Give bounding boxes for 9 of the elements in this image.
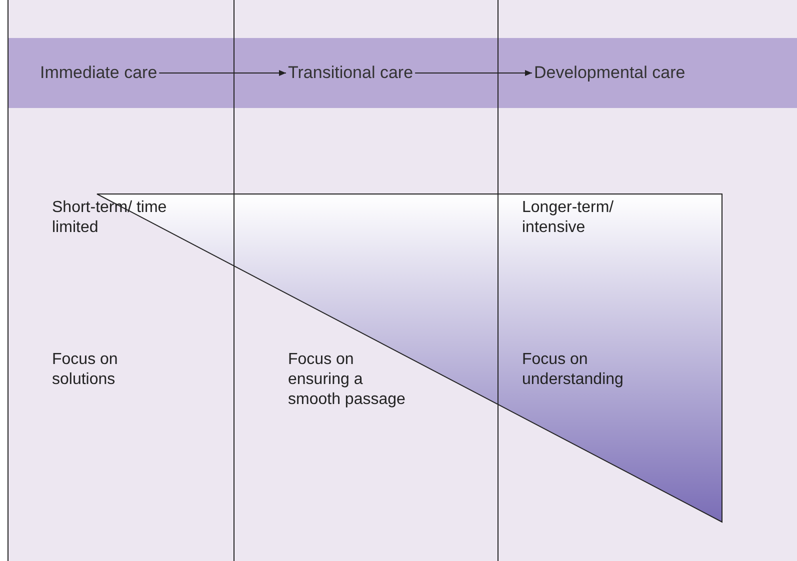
column-note: Focus on solutions xyxy=(52,350,119,390)
stage-heading: Immediate care xyxy=(40,58,158,88)
stage-heading: Transitional care xyxy=(288,58,414,88)
arrow xyxy=(414,70,532,76)
stage-heading: Developmental care xyxy=(534,58,686,88)
column-note: Focus on understanding xyxy=(522,350,624,390)
arrow xyxy=(158,70,286,76)
column-note: Focus on ensuring a smooth passage xyxy=(288,350,406,410)
column-note: Longer-term/ intensive xyxy=(522,198,615,238)
